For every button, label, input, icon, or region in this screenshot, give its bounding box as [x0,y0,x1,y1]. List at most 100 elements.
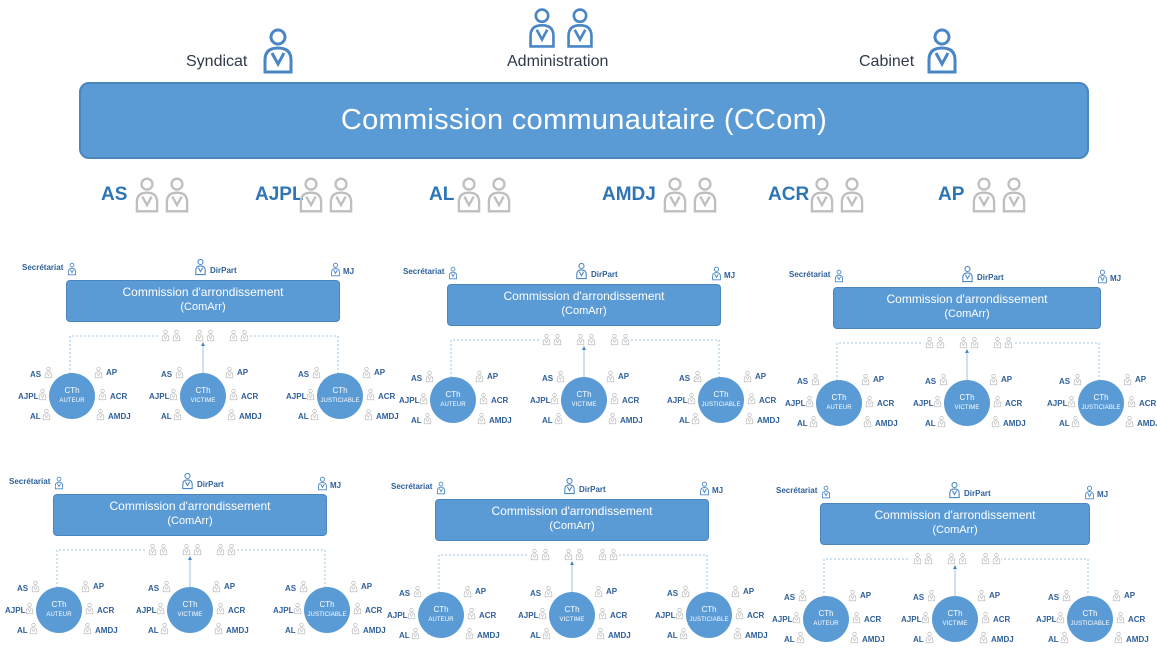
cth-type: VICTIME [954,405,980,411]
member-person-icon [977,589,986,602]
comarr-subtitle: (ComArr) [180,301,226,313]
cth-circle [932,596,978,642]
role-pair-icon [840,177,864,213]
member-label-al: AL [148,626,159,635]
role-pair-icon [457,177,481,213]
comarr-title: Commission d'arrondissement [503,289,665,303]
cth-circle [180,373,226,419]
mj-person-icon [700,481,709,496]
administration-person-icon [529,8,555,48]
mini-pair-icon [925,336,934,349]
mini-pair-icon [576,333,585,346]
member-person-icon [1060,631,1069,644]
member-person-icon [419,392,428,405]
member-person-icon [850,631,859,644]
member-label-ajpl: AJPL [399,396,420,405]
member-person-icon [608,412,617,425]
member-label-ajpl: AJPL [1036,615,1057,624]
member-person-icon [364,408,373,421]
member-label-as: AS [285,584,297,593]
role-pair-icon [487,177,511,213]
member-person-icon [25,602,34,615]
member-person-icon [425,370,434,383]
member-label-ap: AP [1135,375,1147,384]
secretariat-person-icon [436,481,446,495]
member-label-al: AL [679,416,690,425]
member-person-icon [691,412,700,425]
secretariat-person-icon [834,269,844,283]
member-label-as: AS [1048,593,1060,602]
member-label-acr: ACR [378,392,396,401]
member-person-icon [94,366,103,379]
member-person-icon [42,408,51,421]
cth-type: JUSTICIABLE [1081,405,1121,411]
member-label-acr: ACR [491,396,509,405]
member-label-ap: AP [755,372,767,381]
member-person-icon [796,631,805,644]
member-person-icon [169,388,178,401]
role-label-ajpl: AJPL [255,184,304,205]
member-person-icon [544,585,553,598]
member-person-icon [83,622,92,635]
member-label-ap: AP [224,582,236,591]
secretariat-label: Secrétariat [776,486,818,495]
member-label-amdj: AMDJ [95,626,118,635]
member-label-as: AS [913,593,925,602]
role-label-al: AL [429,184,455,205]
comarr-title: Commission d'arrondissement [874,508,1036,522]
member-person-icon [229,388,238,401]
member-label-al: AL [17,626,28,635]
member-label-acr: ACR [759,396,777,405]
member-person-icon [297,622,306,635]
cth-type: AUTEUR [813,621,839,627]
member-label-acr: ACR [877,399,895,408]
ccom-title: Commission communautaire (CCom) [340,104,828,136]
mini-pair-icon [195,329,204,342]
member-label-al: AL [925,419,936,428]
member-person-icon [362,366,371,379]
member-label-as: AS [542,374,554,383]
member-person-icon [98,388,107,401]
mj-person-icon [712,266,721,281]
member-label-as: AS [784,593,796,602]
member-person-icon [227,408,236,421]
cth-circle [49,373,95,419]
member-label-acr: ACR [479,611,497,620]
comarr-title: Commission d'arrondissement [122,285,284,299]
member-person-icon [1071,415,1080,428]
cth-title: CTh [319,600,335,609]
member-person-icon [85,602,94,615]
member-person-icon [366,388,375,401]
mini-pair-icon [936,336,945,349]
member-label-acr: ACR [864,615,882,624]
mini-pair-icon [182,543,191,556]
member-person-icon [214,622,223,635]
comarr-title: Commission d'arrondissement [491,504,653,518]
cabinet-person-icon [927,28,957,74]
member-label-ap: AP [1124,591,1136,600]
member-person-icon [933,395,942,408]
member-person-icon [160,622,169,635]
member-label-ap: AP [106,368,118,377]
member-person-icon [477,412,486,425]
comarr-subtitle: (ComArr) [561,305,607,317]
dirpart-person-icon [182,472,193,490]
cth-type: VICTIME [571,402,597,408]
cth-circle [803,596,849,642]
member-person-icon [606,370,615,383]
mini-pair-icon [206,329,215,342]
member-person-icon [1125,415,1134,428]
member-person-icon [225,366,234,379]
cth-circle [418,592,464,638]
member-person-icon [475,370,484,383]
cth-title: CTh [831,393,847,402]
member-person-icon [29,622,38,635]
cth-title: CTh [564,605,580,614]
member-label-ap: AP [487,372,499,381]
secretariat-label: Secrétariat [403,267,445,276]
member-person-icon [556,370,565,383]
